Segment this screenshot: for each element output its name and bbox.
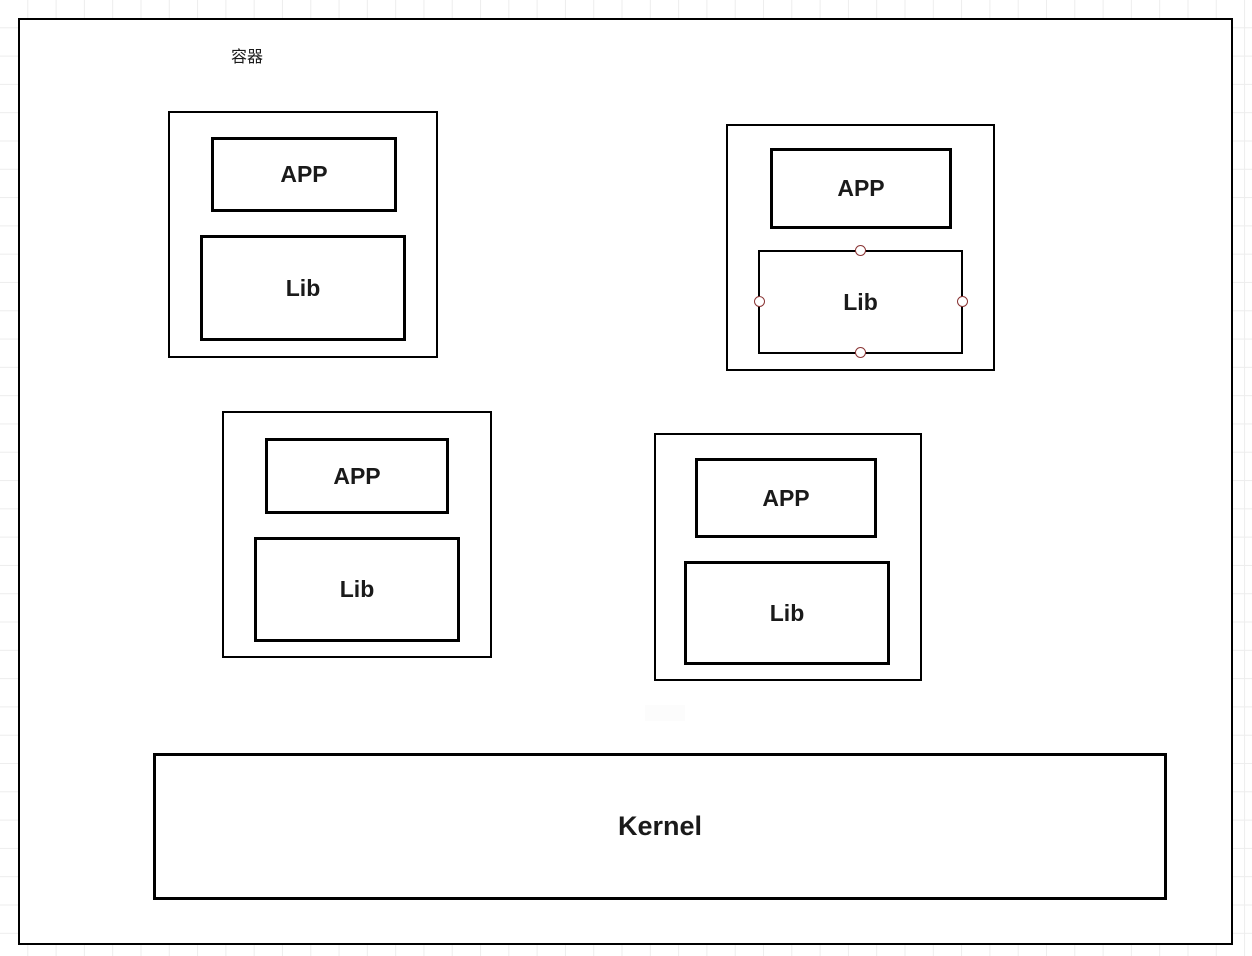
container-3-app-box[interactable]: APP — [265, 438, 449, 514]
container-1-app-label: APP — [280, 161, 328, 187]
container-1-app-box[interactable]: APP — [211, 137, 397, 212]
container-caption-label: 容器 — [231, 49, 264, 66]
container-4-app-box[interactable]: APP — [695, 458, 877, 538]
container-1-lib-box[interactable]: Lib — [200, 235, 406, 341]
kernel-box[interactable]: Kernel — [153, 753, 1167, 900]
container-1-lib-label: Lib — [285, 274, 321, 301]
container-2-lib-box[interactable]: Lib — [758, 250, 963, 354]
connection-handle-top[interactable] — [855, 245, 866, 256]
connection-handle-left[interactable] — [754, 296, 765, 307]
faint-artifact — [645, 705, 685, 721]
connection-handle-right[interactable] — [957, 296, 968, 307]
container-2-app-label: APP — [837, 175, 885, 201]
connection-handle-bottom[interactable] — [855, 347, 866, 358]
container-3-app-label: APP — [333, 462, 381, 489]
container-3-lib-label: Lib — [339, 576, 375, 602]
kernel-label: Kernel — [617, 811, 703, 841]
container-4-app-label: APP — [762, 484, 810, 511]
container-4-lib-label: Lib — [769, 599, 805, 626]
container-2-lib-label: Lib — [843, 288, 878, 315]
container-2-app-box[interactable]: APP — [770, 148, 952, 229]
container-3-lib-box[interactable]: Lib — [254, 537, 460, 642]
container-4-lib-box[interactable]: Lib — [684, 561, 890, 665]
